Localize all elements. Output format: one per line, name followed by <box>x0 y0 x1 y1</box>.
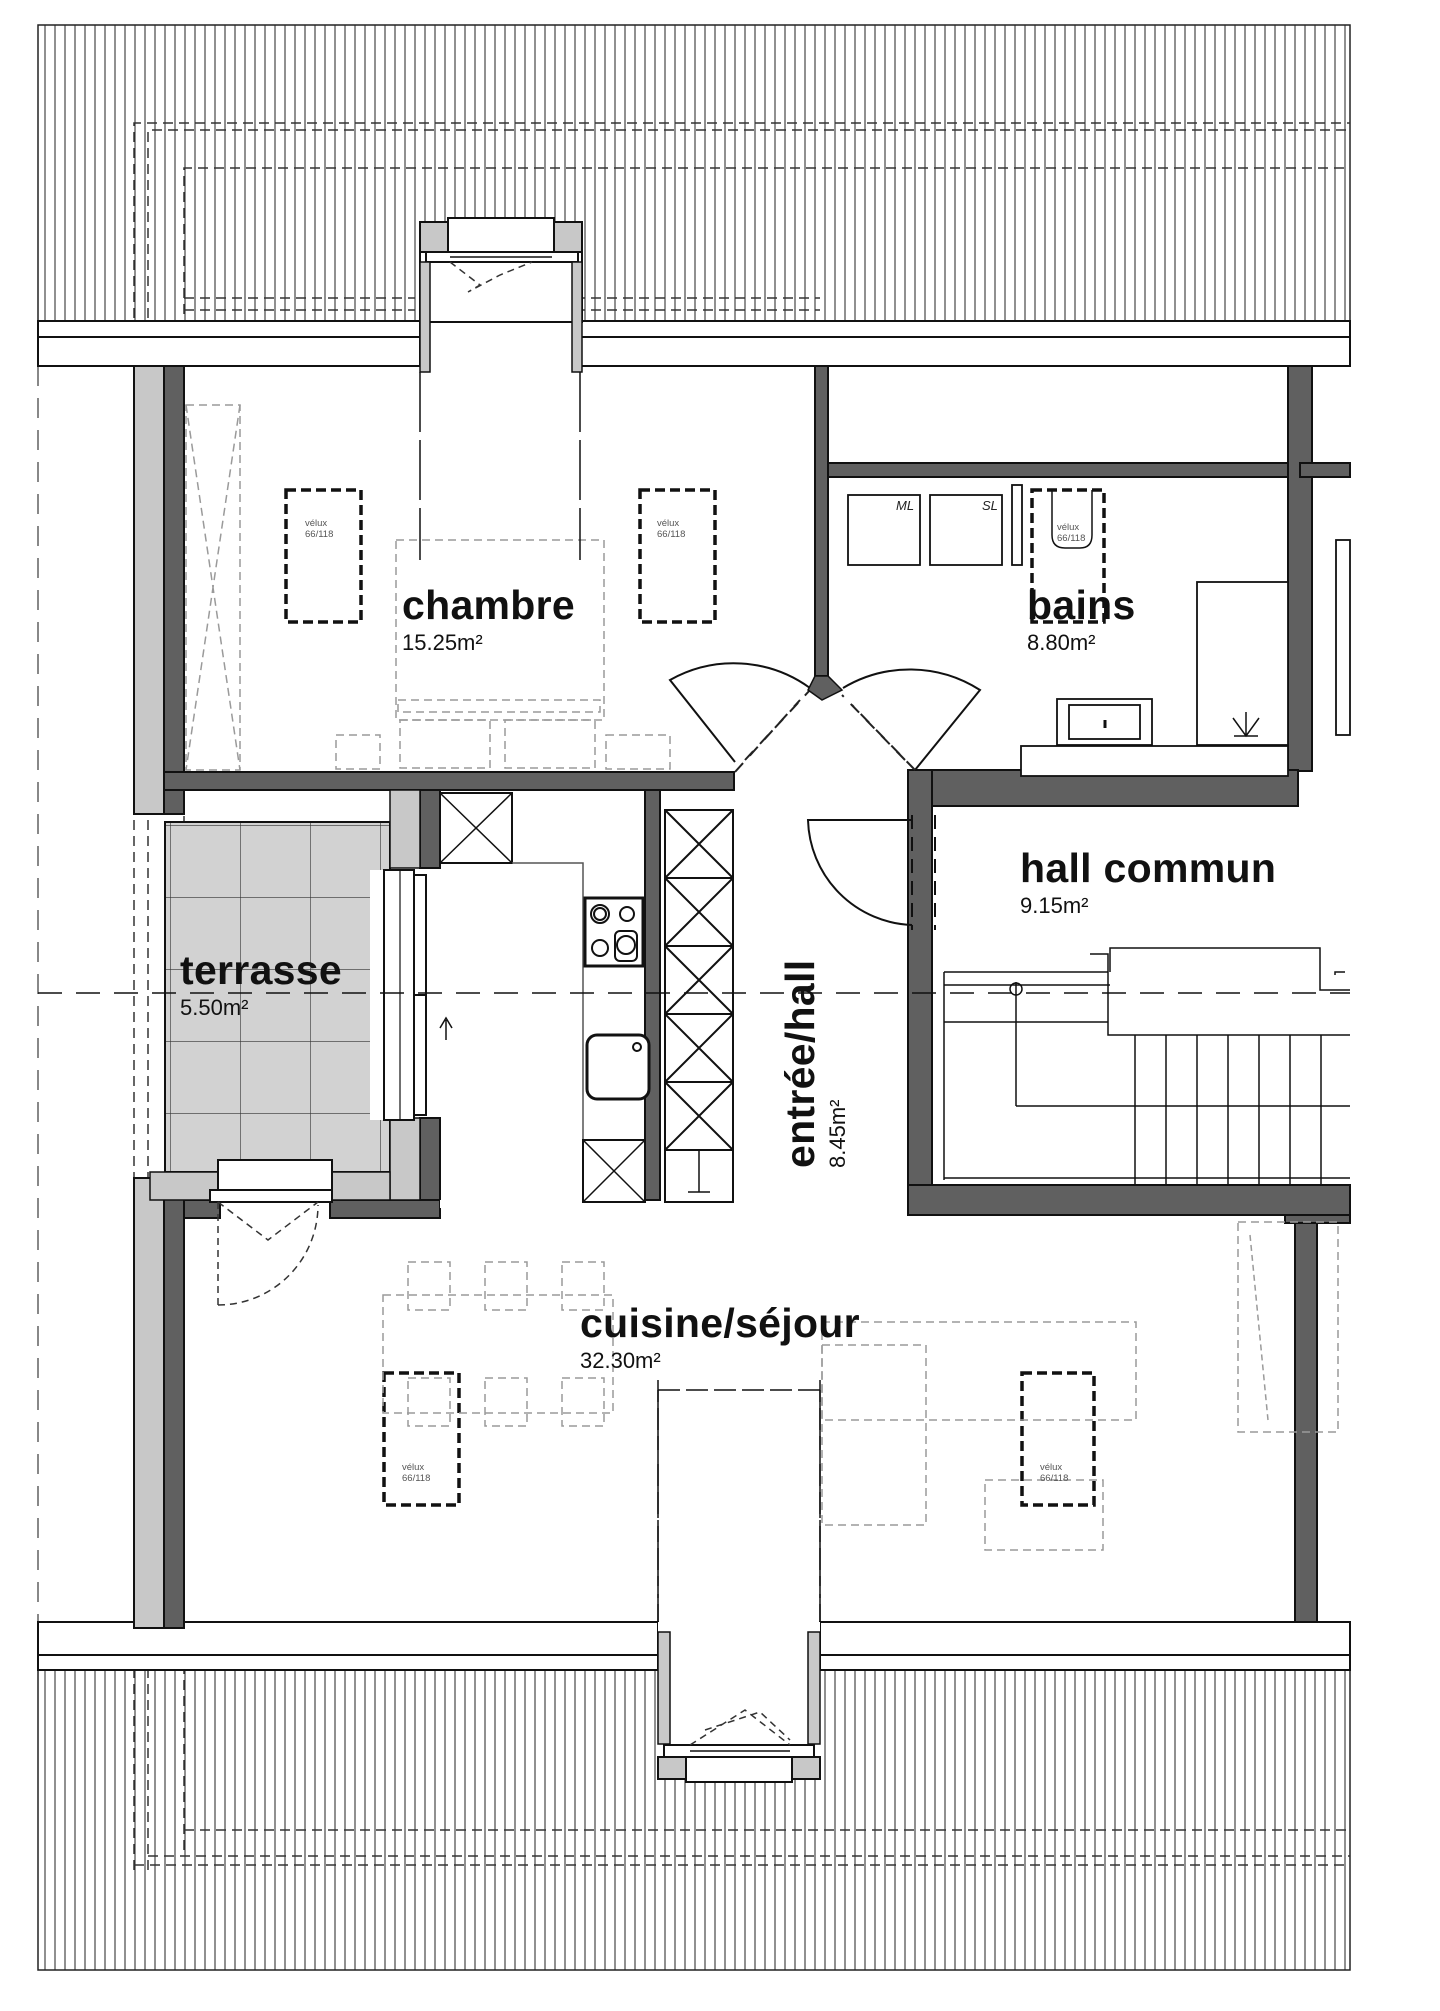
washing-machine-label: ML <box>896 498 915 513</box>
velux-label: vélux 66/118 <box>305 518 334 541</box>
room-name: cuisine/séjour <box>580 1300 860 1346</box>
door-hall-commun <box>806 815 936 930</box>
room-label-chambre: chambre 15.25m² <box>402 585 575 654</box>
velux-label: vélux 66/118 <box>1057 522 1086 545</box>
room-label-entree-hall: entrée/hall 8.45m² <box>777 959 850 1168</box>
velux-label: vélux 66/118 <box>402 1462 431 1485</box>
room-name: bains <box>1027 582 1136 628</box>
room-area: 8.80m² <box>1027 630 1096 655</box>
velux-label-line2: 66/118 <box>305 528 334 540</box>
velux-label: vélux 66/118 <box>657 518 686 541</box>
room-name: entrée/hall <box>777 959 823 1168</box>
velux-label-line2: 66/118 <box>1057 532 1086 544</box>
bains-fixtures <box>847 484 1351 777</box>
door-bains <box>841 668 982 771</box>
chambre-dormer-lines <box>419 372 581 560</box>
chambre-bed <box>335 539 671 770</box>
dryer-label: SL <box>982 498 998 513</box>
room-area: 15.25m² <box>402 630 483 655</box>
kitchen-counter <box>439 792 651 1203</box>
room-area: 9.15m² <box>1020 893 1089 918</box>
velux-label-line1: vélux <box>402 1462 425 1473</box>
eave-beam-top <box>37 320 1351 367</box>
chambre-closet <box>185 404 241 771</box>
lounge-furniture <box>821 1221 1339 1551</box>
room-area: 5.50m² <box>180 995 249 1020</box>
velux-label-line1: vélux <box>305 518 328 529</box>
terrace-walls <box>149 789 421 1201</box>
door-center-post <box>807 675 844 701</box>
velux-label-line2: 66/118 <box>657 528 686 540</box>
velux-label-line1: vélux <box>657 518 680 529</box>
dining-furniture <box>382 1261 614 1427</box>
room-name: terrasse <box>180 947 342 993</box>
roof-top <box>37 24 1351 322</box>
velux-label-line1: vélux <box>1057 522 1080 533</box>
stairs <box>931 947 1350 1185</box>
room-label-bains: bains 8.80m² <box>1027 585 1136 654</box>
dormer-bottom <box>657 1380 821 1783</box>
terrace-window <box>383 869 453 1121</box>
room-name: hall commun <box>1020 845 1277 891</box>
room-label-hall-commun: hall commun 9.15m² <box>1020 848 1276 917</box>
velux-label-line1: vélux <box>1040 1462 1063 1473</box>
velux-bains-toilet <box>1051 490 1093 549</box>
terrace-door <box>209 1159 333 1306</box>
room-name: chambre <box>402 582 576 628</box>
living-dormer-lines <box>657 1390 821 1622</box>
room-area: 8.45m² <box>825 1099 850 1168</box>
eave-beam-bottom <box>37 1621 1351 1671</box>
velux-frames <box>284 488 1106 1507</box>
door-chambre <box>668 662 811 773</box>
room-area: 32.30m² <box>580 1348 661 1373</box>
room-label-terrasse: terrasse 5.50m² <box>180 950 342 1019</box>
dormer-top <box>419 217 583 373</box>
velux-label: vélux 66/118 <box>1040 1462 1069 1485</box>
velux-label-line2: 66/118 <box>1040 1472 1069 1484</box>
velux-label-line2: 66/118 <box>402 1472 431 1484</box>
room-label-cuisine-sejour: cuisine/séjour 32.30m² <box>580 1303 860 1372</box>
terrace-floor <box>164 821 392 1173</box>
kitchen-tall-cabinets <box>664 809 734 1203</box>
